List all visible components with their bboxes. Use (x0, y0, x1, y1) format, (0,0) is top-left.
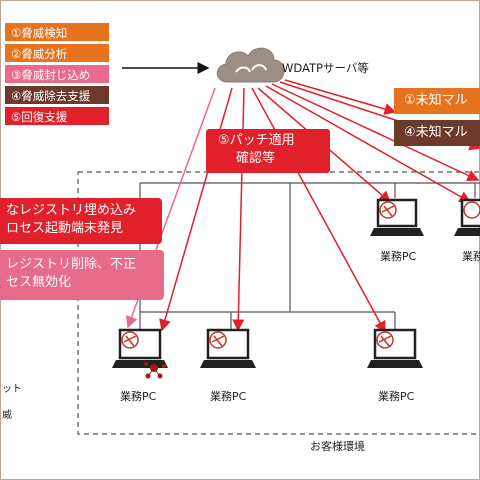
callout-registry-found: なレジストリ埋め込み ロセス起動端末発見 (0, 198, 162, 244)
pc-icon (367, 328, 423, 368)
pc-label: 業務PC (378, 390, 415, 403)
pc-label: 業務PC (380, 250, 417, 263)
red-arrows (159, 79, 480, 334)
callout-registry-found-line1: なレジストリ埋め込み (6, 203, 137, 218)
callout-registry-delete-line2: セス無効化 (6, 275, 72, 290)
step-threat-detection: ①脅威検知 (4, 22, 110, 42)
network-lines (139, 182, 480, 330)
server-label: WDATPサーバ等 (282, 61, 369, 75)
pc-icon (112, 328, 168, 379)
pc-label: 業務PC (120, 390, 157, 403)
callout-patch-line1: ⑤パッチ適用 (218, 133, 295, 148)
callout-unknown-malware-remove: ④未知マル (394, 120, 480, 146)
pc-icon (454, 198, 480, 236)
step-threat-containment: ③脅威封じ込め (4, 64, 110, 84)
legend-item: ット (2, 384, 22, 395)
callout-patch-confirm: ⑤パッチ適用 確認等 (206, 129, 330, 173)
legend-item: 威 (2, 410, 12, 421)
callout-registry-delete: レジストリ削除、不正 セス無効化 (0, 250, 164, 300)
callout-registry-delete-line1: レジストリ削除、不正 (6, 257, 137, 272)
callout-patch-line2: 確認等 (236, 151, 276, 166)
cloud-icon (216, 47, 285, 83)
pc-label-partial: 業務 (462, 250, 480, 263)
step-recovery-support: ⑤回復支援 (4, 106, 110, 126)
pc-label: 業務PC (210, 390, 247, 403)
malware-icon (144, 362, 166, 379)
environment-label: お客様環境 (310, 440, 365, 453)
callout-registry-found-line2: ロセス起動端末発見 (6, 221, 124, 236)
callout-unknown-malware-detect: ①未知マル (394, 88, 480, 114)
pc-icon (200, 328, 256, 368)
customer-environment-boundary (77, 171, 480, 435)
step-threat-removal-support: ④脅威除去支援 (4, 85, 110, 105)
step-threat-analysis: ②脅威分析 (4, 43, 110, 63)
pc-icon (370, 198, 424, 236)
